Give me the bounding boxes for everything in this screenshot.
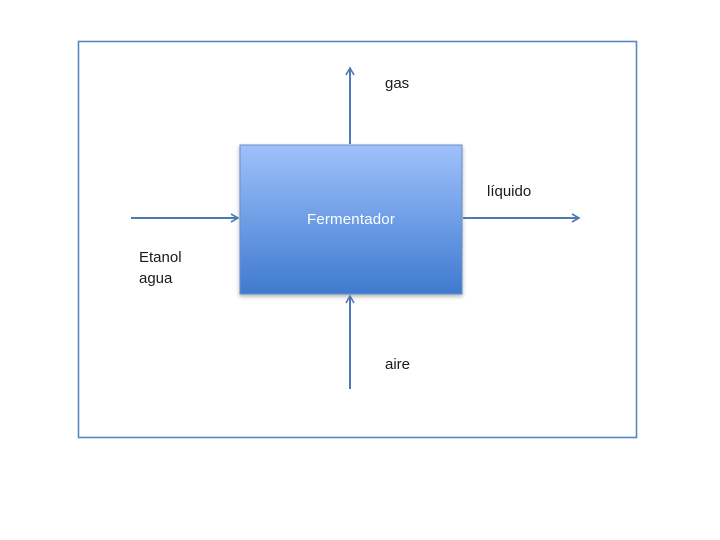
inlet-label-line-2: agua xyxy=(139,270,173,287)
gas-label: gas xyxy=(385,75,410,92)
inlet-label-line-1: Etanol xyxy=(139,249,182,266)
inlet-label: Etanol agua xyxy=(139,247,182,289)
air-label: aire xyxy=(385,356,411,373)
fermenter-box xyxy=(239,144,463,295)
liquid-label: líquido xyxy=(487,183,532,200)
system-boundary-frame xyxy=(77,40,638,439)
fermenter-label: Fermentador xyxy=(306,211,396,228)
